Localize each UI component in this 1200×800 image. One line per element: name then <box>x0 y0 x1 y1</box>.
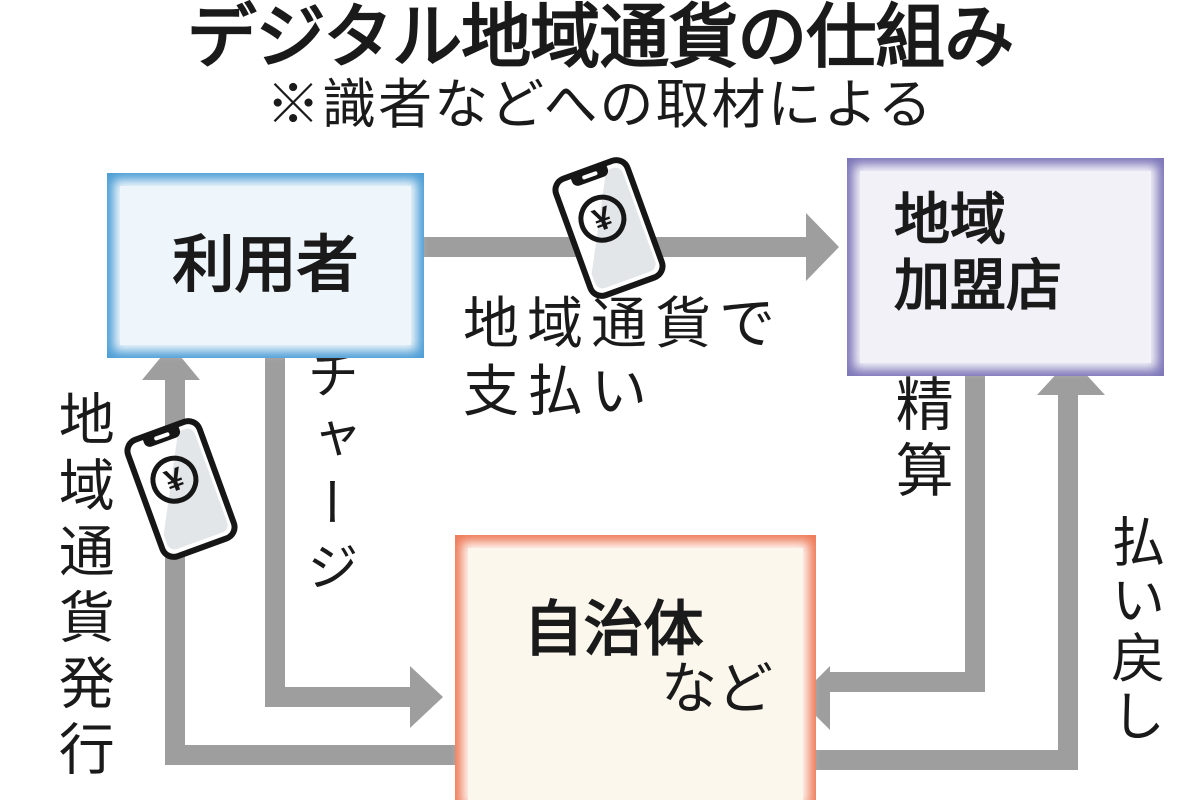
issuance-flow-label: 地域通貨発行 <box>51 390 115 786</box>
merchant-box-label-line1: 地域 <box>894 188 1006 251</box>
merchant-box-inner: 地域 加盟店 <box>860 171 1151 363</box>
municipality-box-inner: 自治体 など <box>468 548 803 800</box>
refund-arrow-horizontal-shaft <box>792 750 1078 770</box>
municipality-box-label: 自治体 <box>523 596 704 663</box>
phone-speaker <box>153 431 171 441</box>
payment-flow-label-line1: 地域通貨で <box>463 292 783 355</box>
charge-arrow-vertical-shaft <box>265 336 285 707</box>
yen-symbol: ¥ <box>159 459 189 500</box>
user-box-label: 利用者 <box>172 230 359 300</box>
charge-arrow-horizontal-shaft <box>265 687 410 707</box>
merchant-box-label-line2: 加盟店 <box>894 253 1062 317</box>
refund-arrow-vertical-shaft <box>1058 395 1078 770</box>
charge-arrowhead-icon <box>410 666 443 728</box>
smartphone-issuance-icon: ¥ <box>120 413 242 565</box>
settlement-arrow-horizontal-shaft <box>830 672 985 692</box>
charge-flow-label: チャージ <box>298 348 357 604</box>
payment-flow-label: 地域通貨で 支払い <box>463 290 783 426</box>
payment-flow-label-line2: 支払い <box>463 359 655 423</box>
phone-speaker <box>581 170 599 180</box>
user-box-inner: 利用者 <box>120 186 411 345</box>
merchant-box: 地域 加盟店 <box>847 158 1164 376</box>
municipality-box: 自治体 など <box>455 535 816 800</box>
refund-flow-label: 払い戻し <box>1102 514 1163 746</box>
municipality-box-label-suffix: など <box>661 659 773 721</box>
issuance-arrow-horizontal-shaft <box>165 745 455 765</box>
payment-arrowhead-icon <box>806 213 839 281</box>
page-title: デジタル地域通貨の仕組み <box>186 0 1015 76</box>
smartphone-payment-icon: ¥ <box>548 152 670 304</box>
settlement-flow-label: 精算 <box>886 374 952 506</box>
settlement-arrow-vertical-shaft <box>965 368 985 692</box>
page-subtitle: ※識者などへの取材による <box>266 75 934 135</box>
user-box: 利用者 <box>107 173 424 358</box>
yen-symbol: ¥ <box>587 198 617 239</box>
